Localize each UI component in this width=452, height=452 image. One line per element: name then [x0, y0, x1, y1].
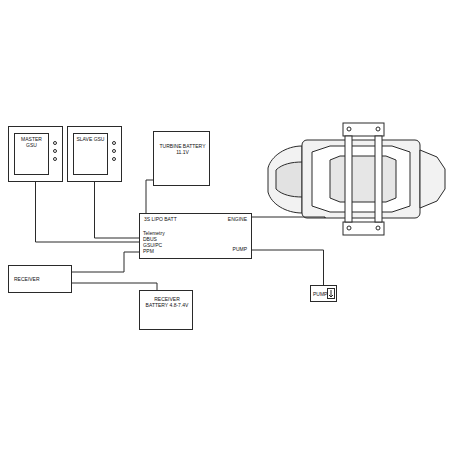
gsu-button [112, 141, 116, 145]
mount-strap [345, 136, 352, 222]
receiver-box: RECEIVER [8, 265, 72, 293]
node-label: MASTER GSU [15, 137, 48, 149]
gsu-button [53, 141, 57, 145]
battery-box: TURBINE BATTERY 11.1V [153, 131, 210, 186]
mount-hole [376, 127, 380, 131]
node-label: PPM [143, 249, 154, 255]
mount-hole [376, 226, 380, 230]
engine-inlet [268, 146, 302, 213]
engine-casing [312, 146, 410, 212]
node-label: PUMP [233, 247, 247, 253]
node-label: RECEIVER BATTERY 4.8-7.4V [144, 297, 190, 309]
exhaust-cone [420, 150, 445, 208]
node-label: DBUS [143, 237, 157, 243]
engine-body [302, 140, 420, 218]
wire-connector [146, 180, 153, 213]
engine-core [330, 156, 396, 202]
inlet-hub [276, 162, 302, 197]
mount-plate-bottom [343, 222, 384, 235]
pump-symbol [326, 286, 336, 301]
mount-hole [347, 226, 351, 230]
node-label: GSU/PC [143, 243, 162, 249]
gsu-button [112, 157, 116, 161]
mount-hole [347, 127, 351, 131]
battery-box: RECEIVER BATTERY 4.8-7.4V [139, 290, 193, 330]
node-label: Telemetry [143, 231, 165, 237]
mount-plate-top [343, 123, 384, 136]
wire-connector [72, 283, 157, 290]
node-label: ENGINE [228, 217, 247, 223]
gsu-button [112, 149, 116, 153]
pump-flow-mark [329, 290, 333, 297]
engine-wire [325, 217, 326, 218]
gsu-button [53, 149, 57, 153]
pump-box: PUMP [310, 285, 337, 302]
gsu-button [53, 157, 57, 161]
wire-connector [252, 250, 324, 285]
gsu-unit: MASTER GSU [8, 126, 63, 182]
mount-strap [375, 136, 382, 222]
pump-body [328, 289, 335, 299]
node-label: 3S LIPO BATT [144, 217, 177, 223]
wire-connector [72, 252, 139, 272]
node-label: RECEIVER [14, 277, 40, 283]
gsu-unit: SLAVE GSU [67, 126, 122, 182]
node-label: PUMP [313, 292, 327, 298]
engine-wire [252, 217, 325, 218]
wire-connector [95, 182, 140, 238]
wire-connector [36, 182, 140, 242]
ecu-box: 3S LIPO BATT ENGINE TelemetryDBUSGSU/PCPPM… [139, 213, 252, 259]
node-label: SLAVE GSU [74, 137, 107, 143]
node-label: TURBINE BATTERY 11.1V [158, 144, 207, 156]
